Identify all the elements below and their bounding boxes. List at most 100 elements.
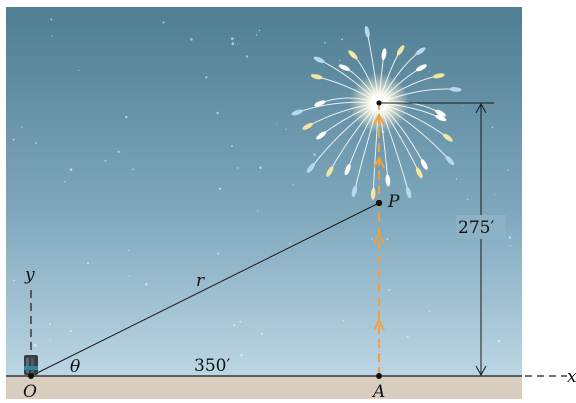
star-dot [342, 319, 345, 322]
burst-tip [415, 47, 426, 56]
burst-tip [385, 174, 391, 187]
burst-tip [415, 167, 423, 179]
label-x-axis: x [567, 367, 576, 387]
burst-tip [449, 87, 462, 92]
height-dimension [379, 102, 494, 377]
star-dot [21, 126, 24, 128]
trajectory-arrow-2 [373, 231, 385, 245]
burst-streak [378, 102, 451, 161]
star-dot [117, 150, 120, 153]
burst-tip [432, 73, 445, 79]
label-radius: r [196, 271, 205, 291]
star-dot [33, 344, 37, 347]
star-dot [257, 210, 259, 212]
star-dot [455, 178, 458, 180]
height-arrow-bottom [475, 365, 487, 377]
star-dot [216, 111, 219, 115]
star-dot [462, 105, 464, 107]
star-dot [230, 37, 234, 41]
star-dot [255, 33, 258, 36]
star-dot [466, 198, 469, 201]
star-dot [35, 142, 38, 144]
star-dot [491, 126, 494, 129]
firework-burst-icon [291, 25, 462, 200]
star-dot [292, 184, 294, 186]
sky-background [6, 7, 522, 376]
star-dot [218, 187, 222, 190]
star-dot [348, 111, 350, 113]
point-p-dot [375, 199, 383, 207]
star-dot [386, 238, 389, 241]
star-dot [341, 38, 343, 41]
star-dot [339, 59, 341, 61]
point-o-dot [28, 373, 34, 379]
star-dot [231, 144, 233, 147]
burst-tip [370, 187, 376, 200]
burst-tip [348, 50, 358, 60]
star-dot [205, 76, 208, 79]
star-dot [48, 322, 51, 326]
burst-tip [326, 166, 334, 177]
star-dot [388, 288, 391, 291]
burst-tip [338, 64, 350, 71]
burst-tip [302, 122, 314, 130]
star-dot [324, 41, 326, 44]
burst-tip [291, 109, 304, 116]
person-figure-icon [24, 355, 38, 375]
label-point-p: P [387, 192, 400, 212]
label-point-o: O [23, 382, 37, 402]
star-dot [285, 128, 287, 130]
star-dot [313, 153, 316, 156]
burst-streak [353, 102, 380, 192]
star-dot [240, 354, 243, 357]
star-dot [78, 69, 80, 71]
rocket-trajectory [373, 106, 385, 376]
radius-line [30, 202, 380, 377]
star-dot [128, 275, 131, 277]
burst-streak [310, 102, 380, 169]
star-dot [236, 167, 239, 169]
burst-tip [445, 155, 455, 166]
burst-tip [381, 48, 387, 61]
star-dot [69, 168, 73, 172]
star-dot [145, 282, 148, 286]
star-dot [506, 169, 509, 171]
star-dot [497, 339, 501, 343]
star-dot [69, 330, 72, 333]
label-point-a: A [371, 382, 385, 402]
height-arrow-top [475, 102, 487, 114]
star-dot [371, 238, 373, 240]
burst-streak [378, 102, 410, 193]
label-horizontal-distance: 350′ [194, 356, 230, 376]
ground-strip [6, 376, 522, 399]
burst-tip [416, 64, 427, 72]
star-dot [239, 320, 242, 323]
burst-tip [420, 158, 428, 170]
star-dot [217, 252, 220, 255]
star-dot [162, 21, 165, 24]
star-dot [236, 43, 238, 45]
star-dot [132, 168, 135, 171]
star-dot [509, 245, 511, 247]
star-dot [12, 138, 15, 141]
burst-tip [364, 25, 370, 38]
star-dot [428, 310, 431, 312]
star-dot [406, 335, 409, 338]
label-y-axis: y [24, 265, 35, 285]
star-dot [50, 18, 53, 21]
height-label-bg [456, 215, 506, 239]
burst-tip [310, 74, 323, 80]
star-dot [493, 194, 496, 196]
burst-tip [313, 56, 325, 64]
star-dot [86, 261, 90, 265]
star-dot [233, 324, 236, 327]
star-dot [125, 115, 128, 119]
star-dot [13, 279, 16, 282]
star-dot [128, 249, 130, 252]
star-dot [259, 166, 262, 170]
star-dot [190, 38, 193, 41]
burst-tip [351, 185, 358, 198]
star-dot [245, 55, 249, 58]
label-angle: θ [70, 357, 80, 377]
